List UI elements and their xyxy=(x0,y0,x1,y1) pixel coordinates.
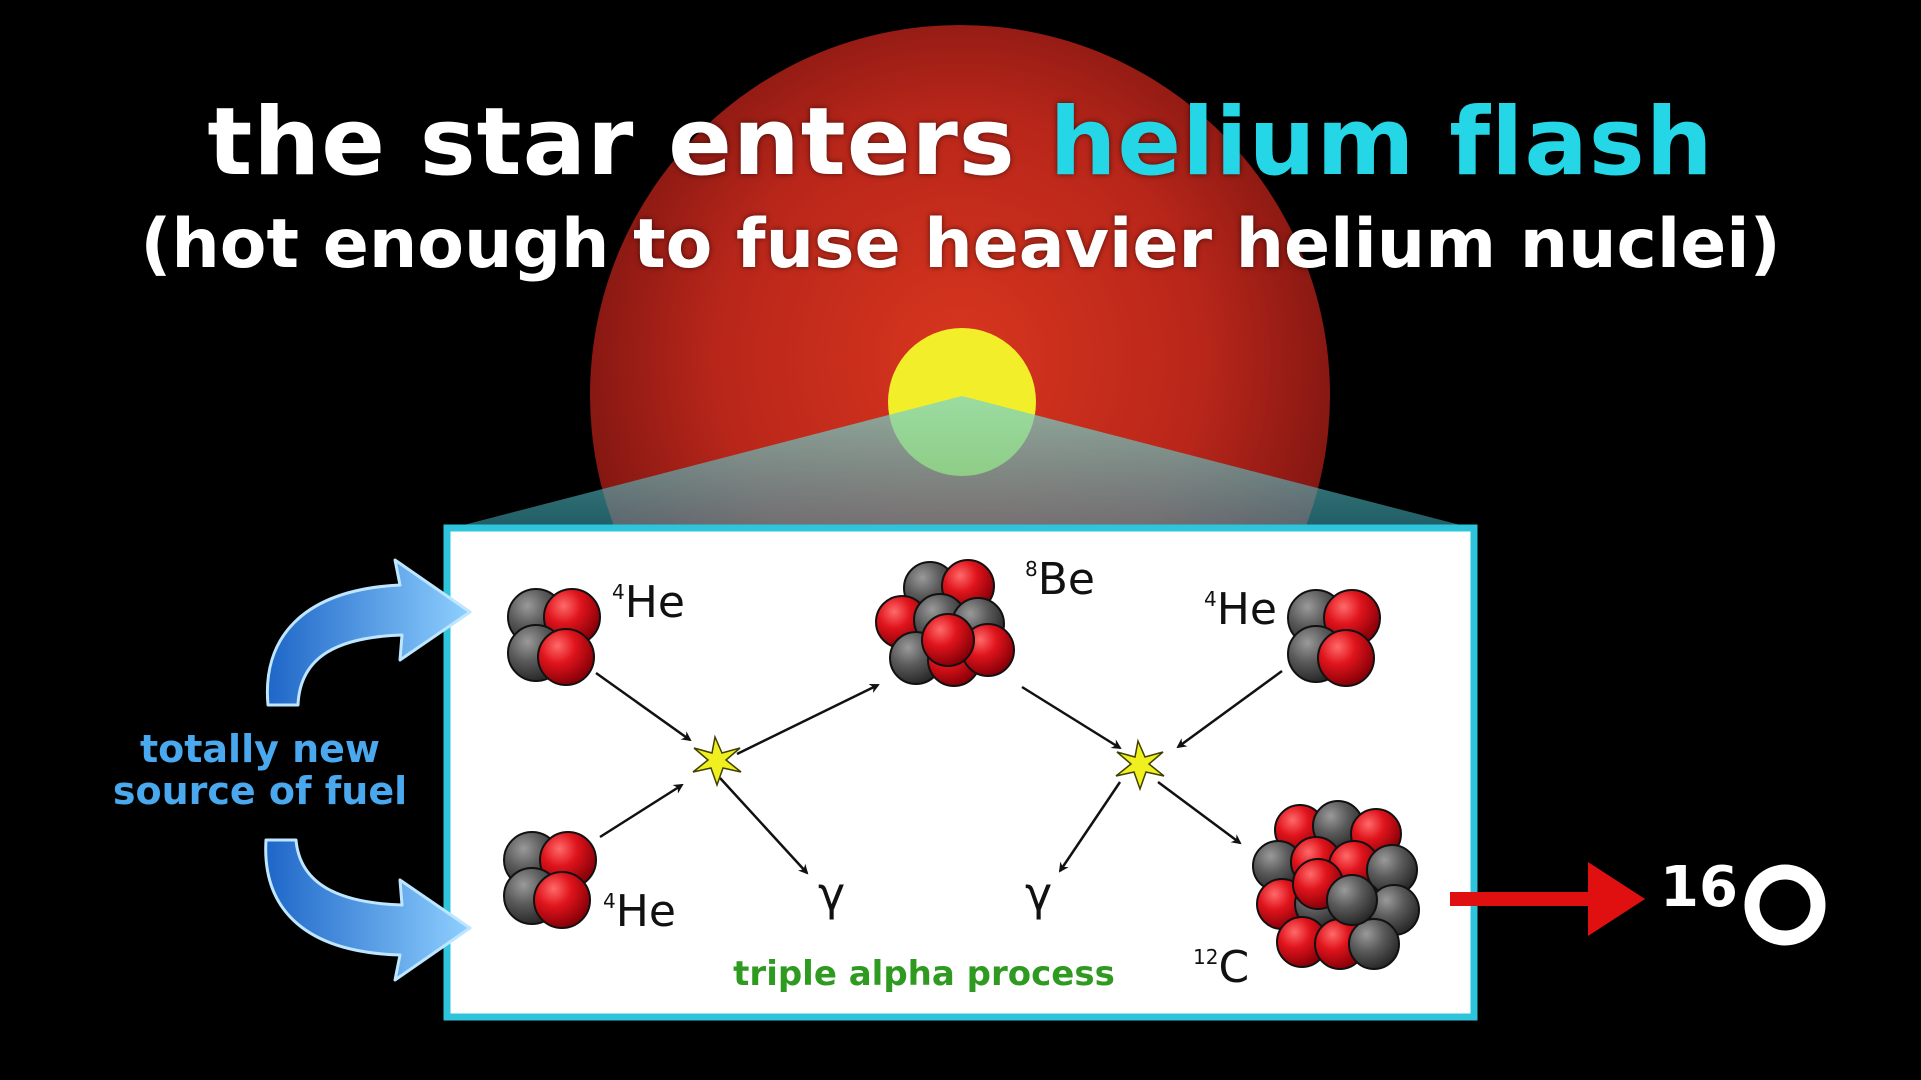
helium-4-right-label: 4He xyxy=(1204,584,1277,635)
oxygen-16-mass-label: 16 xyxy=(1660,855,1738,920)
proton xyxy=(921,613,975,667)
page-subtitle: (hot enough to fuse heavier helium nucle… xyxy=(140,205,1781,284)
title-highlight: helium flash xyxy=(1049,88,1714,197)
right-arrow-icon xyxy=(1450,862,1645,936)
starburst-icon xyxy=(1115,738,1165,792)
helium-4-nucleus-top-left xyxy=(507,588,601,686)
helium-4-nucleus-bottom-left xyxy=(503,831,597,929)
neutron xyxy=(1326,874,1378,926)
helium-4-nucleus-right xyxy=(1287,589,1381,687)
fuel-label-line1: totally new xyxy=(139,727,381,771)
curved-arrow-icon xyxy=(264,838,472,982)
helium-4-bottom-left-label: 4He xyxy=(603,886,676,937)
isotope-labels: 4He 4He 8Be 4He 12C γ γ xyxy=(603,554,1277,993)
carbon-12-nucleus xyxy=(1252,800,1420,970)
page-title: the star enters helium flash xyxy=(0,88,1921,197)
zoom-beam xyxy=(452,396,1472,528)
beryllium-8-nucleus xyxy=(875,559,1015,687)
fuel-label-line2: source of fuel xyxy=(112,769,408,813)
carbon-12-label: 12C xyxy=(1193,942,1249,993)
title-prefix: the star enters xyxy=(207,88,1050,197)
diagram-caption: triple alpha process xyxy=(733,954,1115,994)
starburst-icon xyxy=(692,734,742,788)
proton xyxy=(1317,629,1375,687)
gamma-left-label: γ xyxy=(818,867,845,921)
beryllium-8-label: 8Be xyxy=(1025,554,1095,605)
oxygen-symbol-ring xyxy=(1744,864,1826,946)
proton xyxy=(537,628,595,686)
curved-arrow-icon xyxy=(265,558,472,707)
reaction-arrows xyxy=(595,669,1283,875)
proton xyxy=(533,871,591,929)
nuclei-group xyxy=(503,559,1420,970)
helium-4-top-left-label: 4He xyxy=(612,577,685,628)
neutron xyxy=(1348,918,1400,970)
gamma-right-label: γ xyxy=(1025,867,1052,921)
